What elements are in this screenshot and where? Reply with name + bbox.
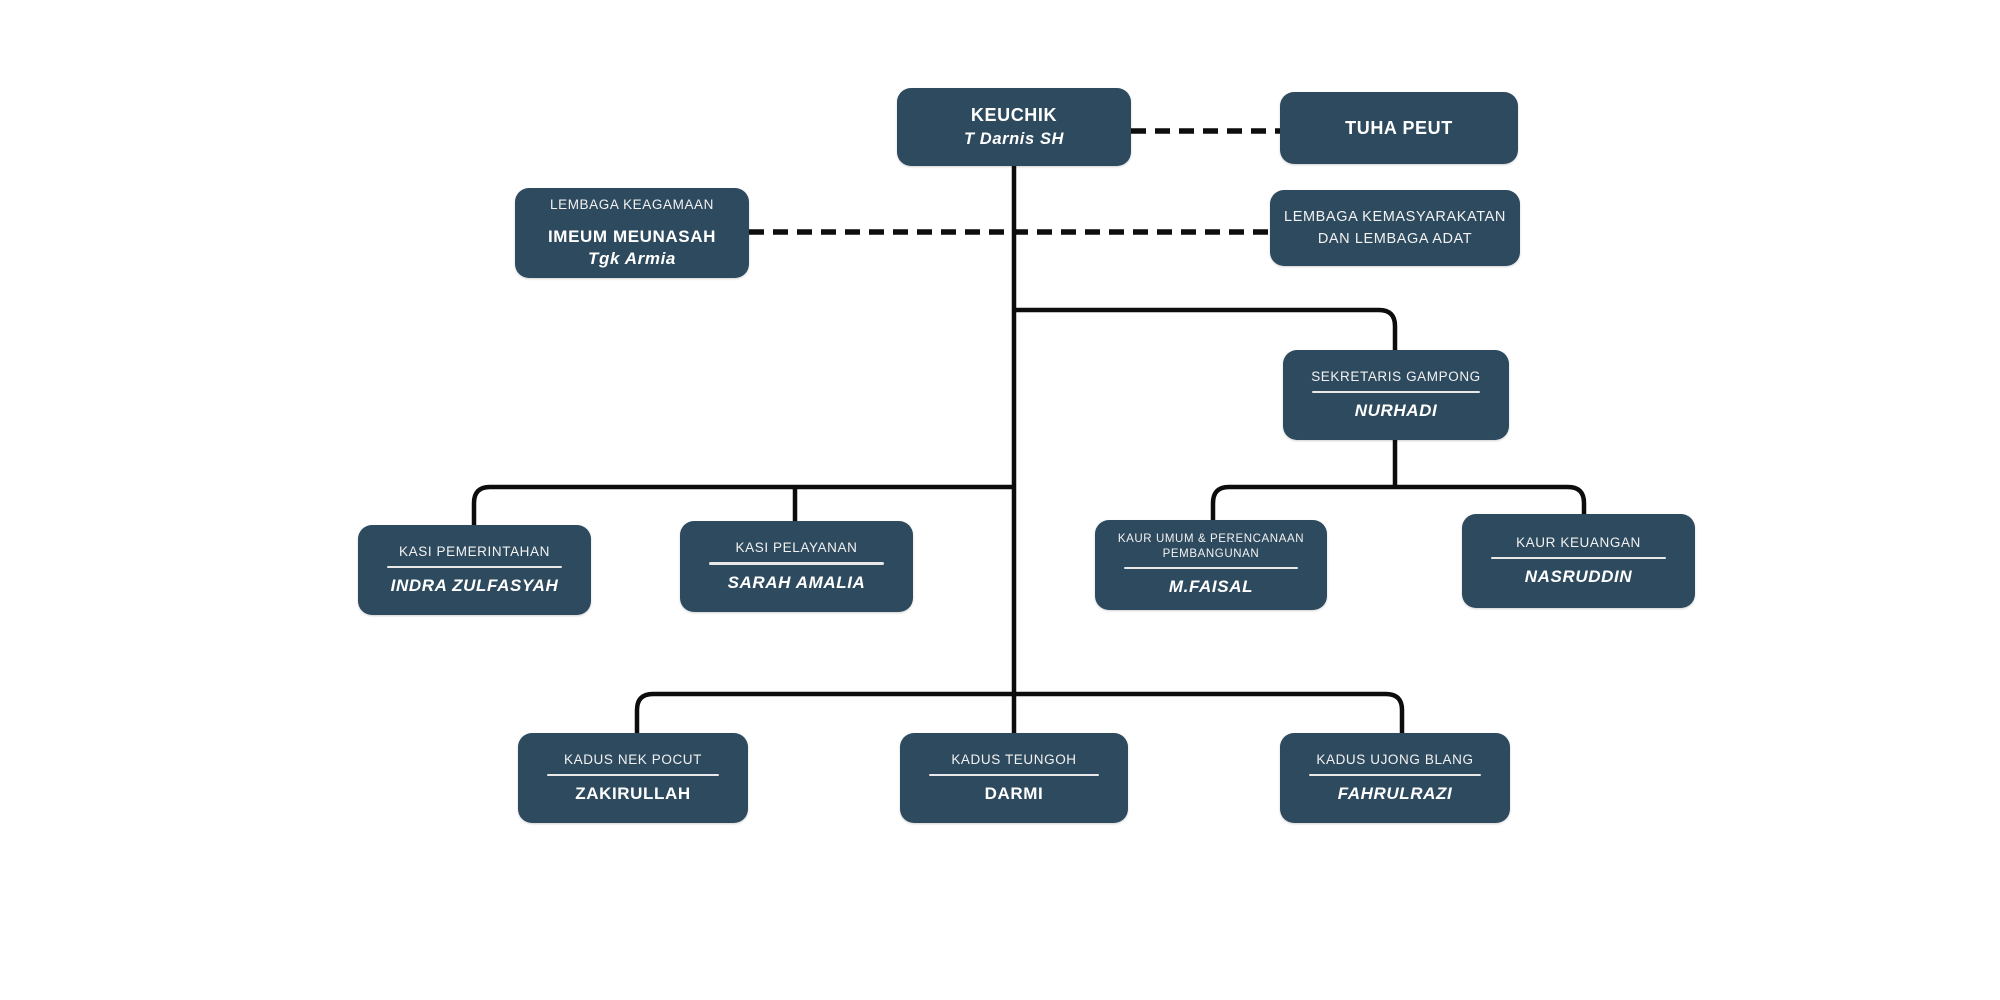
role-title: LEMBAGA KEMASYARAKATAN: [1284, 208, 1506, 225]
position-name: IMEUM MEUNASAH: [547, 227, 716, 247]
role-title: PEMBANGUNAN: [1162, 547, 1260, 560]
person-name: Tgk Armia: [588, 249, 676, 269]
role-title: KADUS TEUNGOH: [951, 751, 1077, 767]
org-node-kadus-teungoh: KADUS TEUNGOH DARMI: [900, 733, 1128, 823]
role-title: KAUR KEUANGAN: [1516, 534, 1641, 550]
spine-to-sekretaris-branch: [1014, 307, 1398, 350]
org-node-sekretaris-gampong: SEKRETARIS GAMPONG NURHADI: [1283, 350, 1509, 440]
person-name: FAHRULRAZI: [1337, 784, 1453, 804]
title-separator-line: [387, 565, 562, 569]
role-title: TUHA PEUT: [1345, 117, 1453, 138]
org-node-kasi-pemerintahan: KASI PEMERINTAHAN INDRA ZULFASYAH: [358, 525, 591, 615]
org-node-kaur-umum-perencanaan: KAUR UMUM & PERENCANAAN PEMBANGUNAN M.FAIS…: [1095, 520, 1327, 610]
person-name: ZAKIRULLAH: [575, 784, 691, 804]
person-name: INDRA ZULFASYAH: [390, 576, 559, 596]
role-title: LEMBAGA KEAGAMAAN: [550, 196, 714, 212]
org-node-keuchik: KEUCHIK T Darnis SH: [897, 88, 1131, 166]
title-separator-line: [1311, 390, 1481, 394]
role-title: KAUR UMUM & PERENCANAAN: [1117, 532, 1305, 545]
role-title: KADUS NEK POCUT: [563, 751, 703, 767]
title-separator-line: [546, 773, 720, 777]
person-name: NASRUDDIN: [1524, 567, 1633, 587]
title-separator-line: [709, 562, 884, 565]
role-title: KASI PEMERINTAHAN: [399, 543, 550, 559]
org-node-kadus-nek-pocut: KADUS NEK POCUT ZAKIRULLAH: [518, 733, 748, 823]
title-separator-line: [1308, 773, 1482, 777]
kadus-fork: [634, 691, 1405, 733]
person-name: SARAH AMALIA: [727, 572, 866, 592]
org-node-kadus-ujong-blang: KADUS UJONG BLANG FAHRULRAZI: [1280, 733, 1510, 823]
role-title: KADUS UJONG BLANG: [1316, 751, 1474, 767]
role-title: KASI PELAYANAN: [735, 540, 858, 556]
role-title: KEUCHIK: [970, 105, 1058, 126]
role-title: SEKRETARIS GAMPONG: [1311, 368, 1481, 384]
role-title: DAN LEMBAGA ADAT: [1317, 231, 1473, 247]
org-node-kaur-keuangan: KAUR KEUANGAN NASRUDDIN: [1462, 514, 1695, 608]
org-node-lembaga-kemasyarakatan: LEMBAGA KEMASYARAKATAN DAN LEMBAGA ADAT: [1270, 190, 1520, 266]
title-separator-line: [1124, 566, 1298, 570]
org-node-tuha-peut: TUHA PEUT: [1280, 92, 1518, 164]
person-name: DARMI: [984, 784, 1044, 804]
org-node-kasi-pelayanan: KASI PELAYANAN SARAH AMALIA: [680, 521, 913, 612]
person-name: NURHADI: [1354, 401, 1438, 421]
person-name: M.FAISAL: [1168, 577, 1254, 597]
title-separator-line: [1491, 556, 1666, 560]
kaur-fork: [1210, 484, 1587, 520]
person-name: T Darnis SH: [963, 130, 1065, 149]
kasi-fork: [471, 484, 1016, 525]
title-separator-line: [928, 773, 1100, 777]
